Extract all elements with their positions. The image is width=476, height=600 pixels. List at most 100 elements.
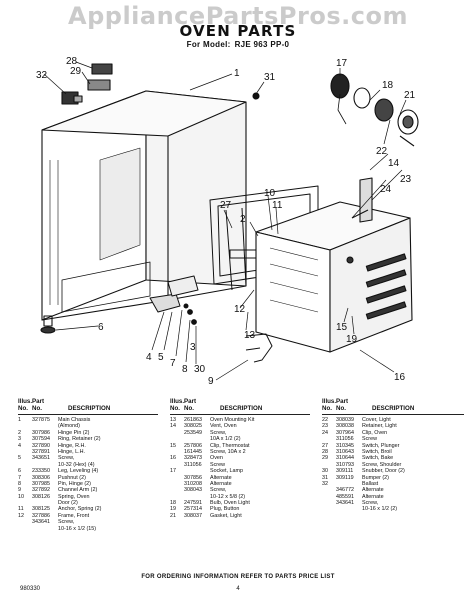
- ordering-note: FOR ORDERING INFORMATION REFER TO PARTS …: [141, 574, 335, 580]
- illus-number: 32: [322, 480, 328, 487]
- part-description: 10A x 1/2 (2): [210, 436, 241, 443]
- leader-lines: [43, 61, 407, 381]
- header-part-no: No.: [336, 405, 346, 412]
- part-number: 308306: [32, 474, 50, 481]
- illus-number: 3: [18, 436, 21, 443]
- table-row: 10-32 (Hex) (4): [18, 462, 158, 468]
- part-description: Anchor, Spring (2): [58, 506, 102, 513]
- part-number: 308038: [336, 423, 354, 430]
- illus-number: 17: [170, 468, 176, 475]
- part-description: Screw,: [362, 500, 379, 507]
- part-description: Spring, Oven: [58, 493, 90, 500]
- part-number: 307856: [184, 474, 202, 481]
- part-description: 10-32 (Hex) (4): [58, 461, 95, 468]
- header-part-no: No.: [184, 405, 194, 412]
- part-number: 308039: [336, 417, 354, 423]
- callout-11: 11: [272, 200, 283, 211]
- part-description: Screw: [210, 461, 225, 468]
- callout-12: 12: [234, 304, 246, 315]
- illus-number: 5: [18, 455, 21, 462]
- part-number: 308037: [184, 512, 202, 519]
- part-description: Bumper (2): [362, 474, 389, 481]
- part-description: Switch, Plunger: [362, 442, 400, 449]
- watermark: AppliancePartsPros.com: [68, 2, 408, 30]
- part-description: Socket, Lamp: [210, 468, 243, 475]
- part-number: 327875: [32, 417, 50, 423]
- table-row: (Almond): [18, 423, 158, 429]
- oven-vent-drawing: [351, 177, 373, 223]
- part-number: 310345: [336, 442, 354, 449]
- callout-27: 27: [220, 200, 232, 211]
- part-number: 307964: [336, 429, 354, 436]
- part-description: Bulb, Oven Light: [210, 500, 250, 507]
- part-number: 327892: [32, 487, 50, 494]
- parts-column-3: Illus. No. Part No. DESCRIPTION 22 308039…: [322, 398, 464, 513]
- lamp-assembly-drawing: [330, 73, 419, 147]
- callout-23: 23: [400, 174, 412, 185]
- part-description: Screw,: [210, 487, 227, 494]
- part-description: Plug, Button: [210, 506, 240, 513]
- part-description: Vent, Oven: [210, 423, 237, 430]
- illus-number: 22: [322, 417, 328, 423]
- callout-18: 18: [382, 80, 394, 91]
- illus-number: 8: [18, 480, 21, 487]
- part-number: 327886: [32, 512, 50, 519]
- column-header: Illus. No. Part No. DESCRIPTION: [18, 398, 158, 415]
- part-number: 310208: [184, 480, 202, 487]
- part-description: Alternate: [362, 493, 384, 500]
- part-description: Channel Arm (2): [58, 487, 98, 494]
- part-number: 328473: [184, 455, 202, 462]
- illus-number: 29: [322, 455, 328, 462]
- part-number: 257806: [184, 442, 202, 449]
- part-number: 309111: [336, 468, 354, 475]
- part-description: (Almond): [58, 423, 80, 430]
- part-number: 161445: [184, 448, 202, 455]
- part-number: 261863: [184, 417, 202, 423]
- part-description: Alternate: [210, 474, 232, 481]
- header-illus: Illus.: [18, 398, 33, 405]
- illus-number: 28: [322, 448, 328, 455]
- callout-17: 17: [336, 58, 348, 69]
- column-header: Illus. No. Part No. DESCRIPTION: [322, 398, 464, 415]
- illus-number: 23: [322, 423, 328, 430]
- illus-number: 10: [18, 493, 24, 500]
- illus-number: 9: [18, 487, 21, 494]
- switch-drawings: [61, 63, 113, 105]
- part-number: 310793: [336, 461, 354, 468]
- part-number: 307594: [32, 436, 50, 443]
- part-description: Alternate: [362, 487, 384, 494]
- header-illus: Illus.: [322, 398, 337, 405]
- table-row: 32 Ballast: [322, 481, 464, 487]
- part-description: Clip, Thermostat: [210, 442, 250, 449]
- illus-number: 31: [322, 474, 328, 481]
- part-description: Ballast: [362, 480, 379, 487]
- callout-14: 14: [388, 158, 400, 169]
- model-label: For Model:: [186, 40, 231, 49]
- part-description: Cover, Light: [362, 417, 391, 423]
- part-description: Pushnut (2): [58, 474, 86, 481]
- bumper-drawing: [252, 92, 260, 100]
- table-row: 10A x 1/2 (2): [170, 436, 310, 442]
- header-description: DESCRIPTION: [372, 405, 415, 412]
- illus-number: 14: [170, 423, 176, 430]
- model-subtitle: For Model:RJE 963 PP-0: [0, 40, 476, 49]
- header-illus-no: No.: [18, 405, 28, 412]
